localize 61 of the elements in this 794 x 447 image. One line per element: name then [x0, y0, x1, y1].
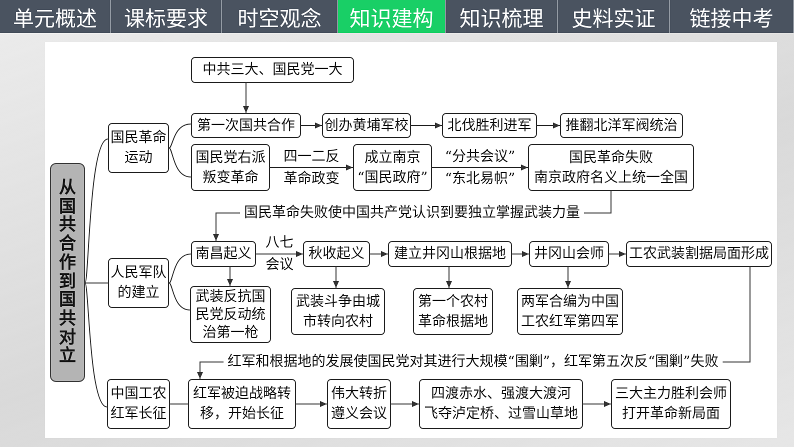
tab: 单元概述 — [0, 0, 111, 33]
category-box: 人民军队的建立 — [108, 258, 169, 308]
arrow — [582, 401, 612, 407]
arrow — [370, 251, 388, 257]
arrow — [446, 266, 452, 288]
event-box: 推翻北洋军阀统治 — [560, 113, 683, 138]
event-box: 红军被迫战略转移，开始长征 — [188, 379, 296, 429]
tab: 链接中考 — [670, 0, 794, 33]
event-box: 井冈山会师 — [529, 241, 609, 267]
tab: 知识建构 — [338, 0, 446, 33]
connector-line — [84, 282, 108, 408]
tab: 课标要求 — [111, 0, 222, 33]
event-box: 国民革命失败 南京政府名义上统一全国 — [528, 144, 694, 191]
event-box: 国民党右派叛变革命 — [191, 144, 270, 191]
arrow — [197, 266, 750, 380]
arrow — [296, 401, 328, 407]
event-box: 秋收起义 — [303, 241, 370, 267]
event-box: 伟大转折 遵义会议 — [327, 379, 391, 429]
connector-line — [168, 148, 192, 178]
event-box: 工农武装割据局面形成 — [626, 241, 772, 267]
connector-line — [84, 282, 108, 284]
topic-box: 从国共合作到国共对立 — [50, 163, 85, 382]
arrow — [536, 122, 560, 128]
tab: 时空观念 — [222, 0, 338, 33]
arrow — [512, 251, 530, 257]
event-box: 武装斗争由城市转向农村 — [291, 288, 385, 335]
event-box: 成立南京“国民政府” — [353, 144, 432, 191]
event-box: 武装反抗国民党反动统治第一枪 — [190, 286, 271, 343]
event-box: 三大主力胜利会师 打开革命新局面 — [611, 379, 731, 429]
arrow — [565, 266, 571, 288]
arrow — [410, 122, 442, 128]
arrow — [333, 266, 339, 288]
arrow — [608, 251, 626, 257]
edge-label: 四一二反革命政变 — [282, 148, 340, 188]
event-box: 北伐胜利进军 — [442, 113, 537, 138]
arrow — [390, 401, 420, 407]
event-box: 创办黄埔军校 — [322, 113, 411, 138]
arrow — [243, 82, 249, 114]
event-box: 四渡赤水、强渡大渡河 飞夺泸定桥、过雪山草地 — [419, 379, 583, 429]
arrow — [227, 266, 233, 286]
tab: 史料实证 — [558, 0, 670, 33]
arrow — [300, 122, 322, 128]
arrow — [256, 251, 304, 257]
arrow — [432, 164, 528, 170]
tab: 知识梳理 — [446, 0, 558, 33]
connector-line — [84, 138, 108, 284]
event-box: 第一次国共合作 — [191, 113, 301, 138]
category-box: 国民革命运动 — [108, 123, 169, 173]
event-box: 南昌起义 — [191, 241, 256, 267]
category-box: 中国工农红军长征 — [107, 379, 170, 429]
edge-label: “分共会议”“东北易帜” — [444, 148, 516, 188]
event-box: 建立井冈山根据地 — [388, 241, 512, 267]
connector-line — [168, 124, 192, 148]
event-box: 中共三大、国民党一大 — [191, 57, 354, 83]
connector-line — [168, 282, 190, 310]
event-box: 两军合编为中国工农红军第四军 — [517, 288, 623, 335]
edge-label: 八七会议 — [264, 234, 294, 275]
arrow — [213, 190, 612, 242]
connector-line — [168, 254, 192, 284]
arrow — [270, 164, 354, 170]
event-box: 第一个农村革命根据地 — [413, 288, 493, 335]
